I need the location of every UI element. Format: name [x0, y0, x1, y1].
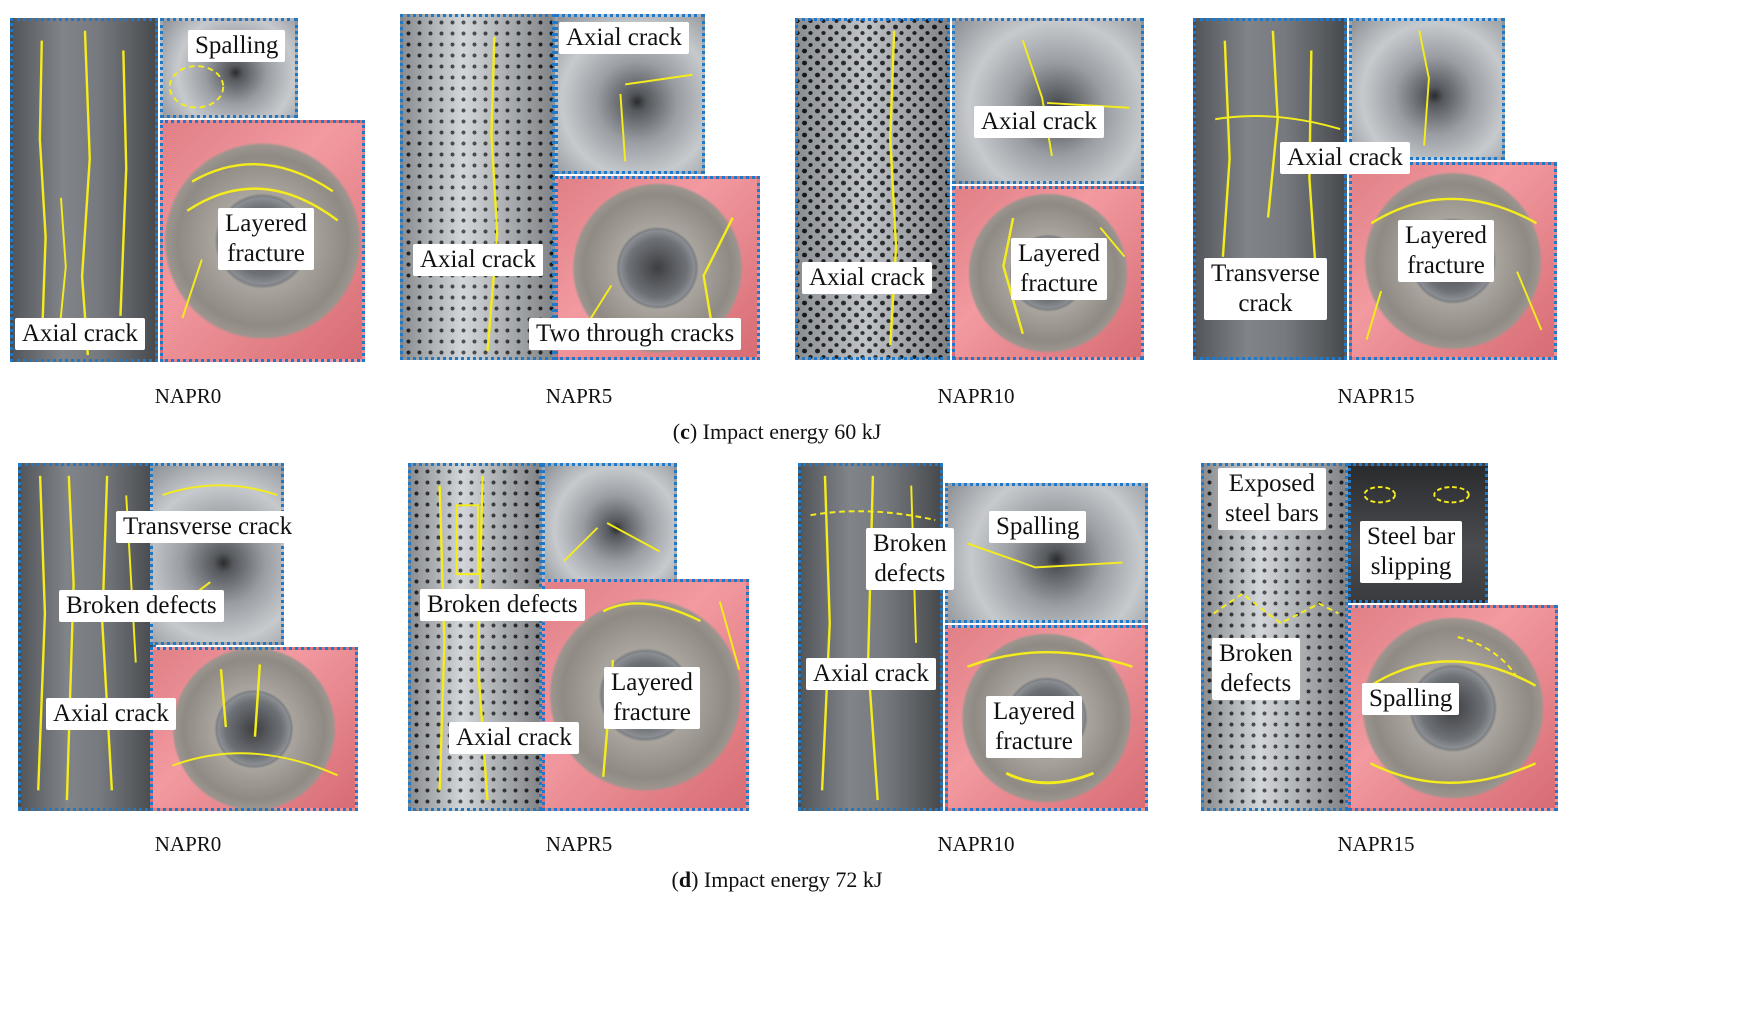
label-axial-crack: Axial crack [806, 658, 936, 690]
crack-markings [967, 542, 1123, 569]
photo-napr10-60kj-side [795, 18, 950, 360]
label-transverse-crack: Transverse crack [1204, 258, 1327, 320]
bar-slip-markings [1363, 486, 1470, 504]
crack-markings [1215, 30, 1341, 277]
crack-markings [1213, 592, 1339, 625]
crack-markings [889, 30, 898, 346]
crack-markings [810, 475, 936, 801]
specimen-caption: NAPR15 [1337, 384, 1415, 408]
label-exposed-steel-bars: Exposed steel bars [1218, 468, 1326, 530]
crack-markings [38, 30, 128, 356]
label-axial-crack: Axial crack [449, 722, 579, 754]
label-spalling: Spalling [1362, 683, 1460, 715]
specimen-caption: NAPR0 [154, 384, 222, 408]
label-broken-defects: Broken defects [1212, 638, 1300, 700]
label-axial-crack: Axial crack [1280, 142, 1410, 174]
label-layered-fracture: Layered fracture [1011, 238, 1107, 300]
photo-napr15-60kj-inner [1349, 18, 1505, 160]
photo-napr5-72kj-side [408, 463, 542, 811]
specimen-caption: NAPR10 [937, 384, 1015, 408]
subfigure-letter: d [678, 867, 692, 892]
specimen-caption: NAPR5 [545, 384, 613, 408]
crack-markings [966, 650, 1133, 785]
label-layered-fracture: Layered fracture [986, 696, 1082, 758]
label-spalling: Spalling [989, 511, 1087, 543]
subfigure-caption-c: (c) Impact energy 60 kJ [672, 419, 882, 444]
subfigure-text: Impact energy 60 kJ [697, 419, 882, 444]
label-axial-crack-inner: Axial crack [559, 22, 689, 54]
label-layered-fracture: Layered fracture [604, 667, 700, 729]
crack-markings [1365, 197, 1543, 340]
crack-markings [1418, 30, 1430, 146]
crack-markings [438, 475, 489, 801]
photo-napr10-72kj-side [798, 463, 943, 811]
subfigure-text: Impact energy 72 kJ [698, 867, 883, 892]
spalling-marking [168, 65, 225, 109]
label-transverse-crack: Transverse crack [116, 511, 300, 543]
photo-napr0-60kj-side [10, 18, 158, 362]
specimen-caption: NAPR10 [937, 832, 1015, 856]
label-steel-bar-slipping: Steel bar slipping [1360, 521, 1463, 583]
label-axial-crack: Axial crack [46, 698, 176, 730]
label-broken-defects: Broken defects [420, 589, 585, 621]
label-broken-defects: Broken defects [866, 528, 954, 590]
label-layered-fracture: Layered fracture [1398, 220, 1494, 282]
label-axial-crack-inner: Axial crack [974, 106, 1104, 138]
label-broken-defects: Broken defects [59, 590, 224, 622]
subfigure-letter: c [680, 419, 690, 444]
subfigure-caption-d: (d) Impact energy 72 kJ [671, 867, 883, 892]
photo-napr0-72kj-section [150, 647, 358, 811]
label-axial-crack: Axial crack [15, 318, 145, 350]
specimen-caption: NAPR15 [1337, 832, 1415, 856]
specimen-caption: NAPR0 [154, 832, 222, 856]
crack-markings [1002, 217, 1126, 335]
crack-markings [586, 217, 734, 334]
photo-napr5-60kj-side [400, 14, 555, 360]
label-axial-crack-side: Axial crack [802, 262, 932, 294]
crack-markings [563, 522, 661, 562]
photo-napr10-72kj-inner [945, 483, 1148, 623]
crack-markings [1021, 39, 1130, 157]
label-two-through-cracks: Two through cracks [529, 318, 742, 350]
label-axial-crack-side: Axial crack [413, 244, 543, 276]
crack-markings [172, 664, 338, 777]
photo-napr5-72kj-inner [542, 463, 677, 583]
crack-markings [486, 36, 499, 352]
crack-markings [619, 73, 693, 162]
specimen-caption: NAPR5 [545, 832, 613, 856]
label-layered-fracture: Layered fracture [218, 208, 314, 270]
label-spalling: Spalling [188, 30, 286, 62]
photo-napr10-60kj-inner [952, 18, 1144, 184]
crack-markings [1369, 636, 1537, 784]
crack-markings [181, 162, 339, 319]
